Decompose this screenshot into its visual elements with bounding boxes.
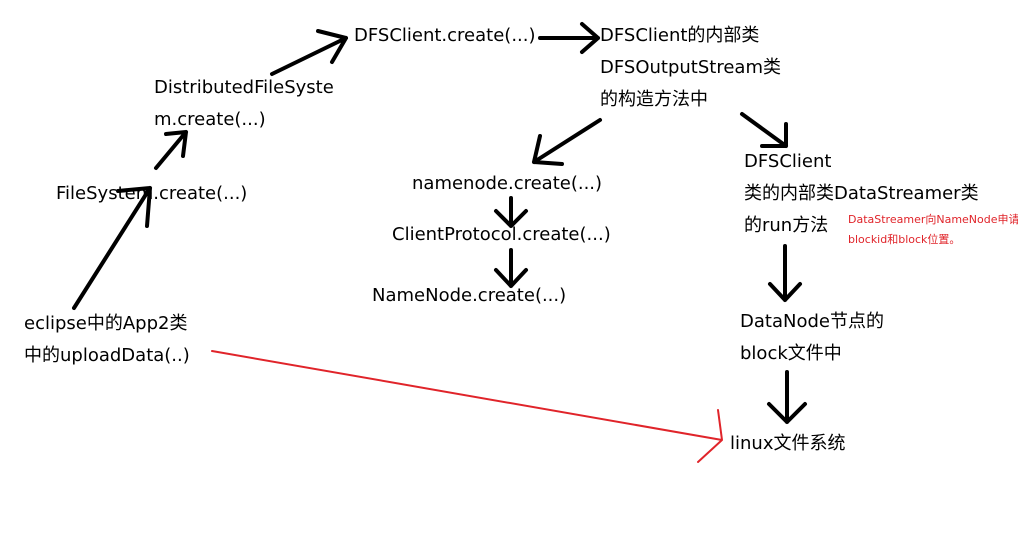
note-text: blockid和block位置。 [848, 233, 961, 246]
node-distributed-filesystem-create: DistributedFileSyste m.create(...) [154, 72, 334, 136]
note-text: DataStreamer向NameNode申请 [848, 213, 1018, 226]
arrow-distributed-to-dfsclient [270, 29, 348, 76]
arrow-clientprotocol-to-namenode-upper [494, 248, 528, 288]
arrow-filesystem-to-distributed [154, 130, 188, 170]
node-text: DFSClient.create(...) [354, 25, 536, 46]
node-text: namenode.create(...) [412, 173, 603, 194]
node-datanode-block: DataNode节点的 block文件中 [740, 306, 884, 370]
arrow-app-to-linuxfs [211, 350, 723, 463]
node-text: 的构造方法中 [600, 89, 708, 110]
node-text: linux文件系统 [730, 433, 846, 454]
node-text: m.create(...) [154, 109, 266, 130]
node-text: 的run方法 [744, 215, 829, 236]
node-namenode-create-upper: NameNode.create(...) [372, 280, 566, 312]
node-text: ClientProtocol.create(...) [392, 224, 611, 245]
arrow-datastreamer-to-datanode [768, 244, 802, 302]
node-text: 类的内部类DataStreamer类 [744, 183, 979, 204]
node-clientprotocol-create: ClientProtocol.create(...) [392, 219, 611, 251]
node-text: DFSClient的内部类 [600, 25, 760, 46]
arrow-datanode-to-linuxfs [767, 370, 807, 424]
arrow-app-to-filesystem [72, 186, 152, 310]
arrow-outputstream-to-datastreamer [740, 112, 788, 148]
node-text: DFSClient [744, 151, 832, 172]
node-text: DataNode节点的 [740, 311, 884, 332]
node-app-upload: eclipse中的App2类 中的uploadData(..) [24, 308, 190, 372]
node-text: FileSystem.create(...) [56, 183, 248, 204]
arrow-namenode-to-clientprotocol [494, 196, 528, 228]
node-linux-filesystem: linux文件系统 [730, 428, 845, 460]
node-datastreamer-run: DFSClient 类的内部类DataStreamer类 的run方法 [744, 146, 979, 242]
node-text: NameNode.create(...) [372, 285, 567, 306]
node-dfsclient-create: DFSClient.create(...) [354, 20, 536, 52]
node-text: DFSOutputStream类 [600, 57, 781, 78]
node-namenode-create-lower: namenode.create(...) [412, 168, 602, 200]
node-dfsoutputstream: DFSClient的内部类 DFSOutputStream类 的构造方法中 [600, 20, 781, 116]
arrow-outputstream-to-namenode [532, 118, 602, 166]
node-text: DistributedFileSyste [154, 77, 334, 98]
datastreamer-note: DataStreamer向NameNode申请 blockid和block位置。 [848, 210, 1018, 250]
node-text: block文件中 [740, 343, 842, 364]
arrow-dfsclient-to-outputstream [538, 22, 600, 54]
node-text: 中的uploadData(..) [24, 345, 190, 366]
node-filesystem-create: FileSystem.create(...) [56, 178, 247, 210]
node-text: eclipse中的App2类 [24, 313, 188, 334]
